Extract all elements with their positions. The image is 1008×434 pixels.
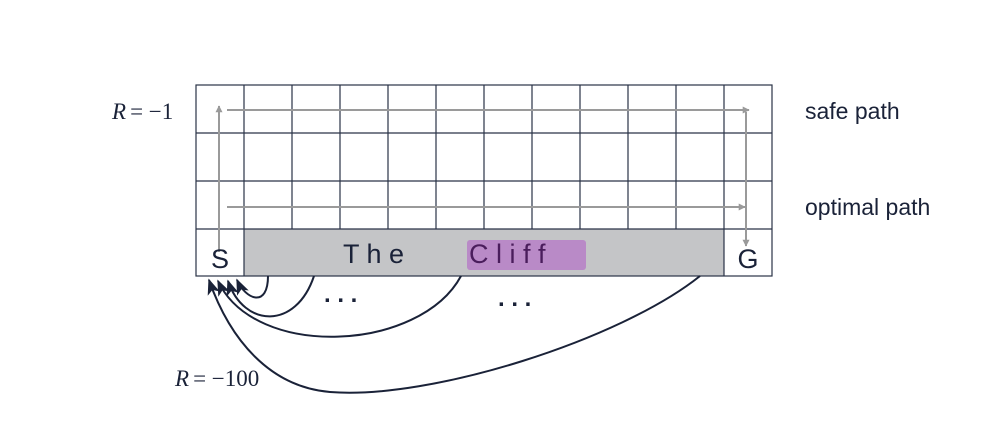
ellipsis-left: . . . <box>324 281 357 308</box>
safe-path-arrow <box>215 105 750 252</box>
svg-text:R= −1: R= −1 <box>111 99 173 124</box>
cliff-word-highlight <box>467 240 586 270</box>
reward-value: = −1 <box>130 99 173 124</box>
cliff-label-the: T h e <box>343 239 404 269</box>
reward-cliff-label: R= −100 <box>174 366 259 391</box>
cliff-return-curve <box>226 275 315 318</box>
cliff-label-cliff: C l i f f <box>469 239 546 269</box>
cliff-return-curve <box>207 275 701 394</box>
reward-value: = −100 <box>193 366 259 391</box>
optimal-path-label: optimal path <box>805 194 930 220</box>
cliff-return-curve <box>236 275 269 299</box>
goal-cell-label: G <box>737 244 758 274</box>
svg-text:R= −100: R= −100 <box>174 366 259 391</box>
cliff-return-curves <box>207 275 701 394</box>
reward-symbol: R <box>111 99 126 124</box>
ellipsis-right: . . . <box>498 285 531 312</box>
cliff-return-curve <box>217 275 462 338</box>
start-cell-label: S <box>211 244 229 274</box>
reward-symbol: R <box>174 366 189 391</box>
reward-step-label: R= −1 <box>111 99 173 124</box>
safe-path-label: safe path <box>805 98 900 124</box>
